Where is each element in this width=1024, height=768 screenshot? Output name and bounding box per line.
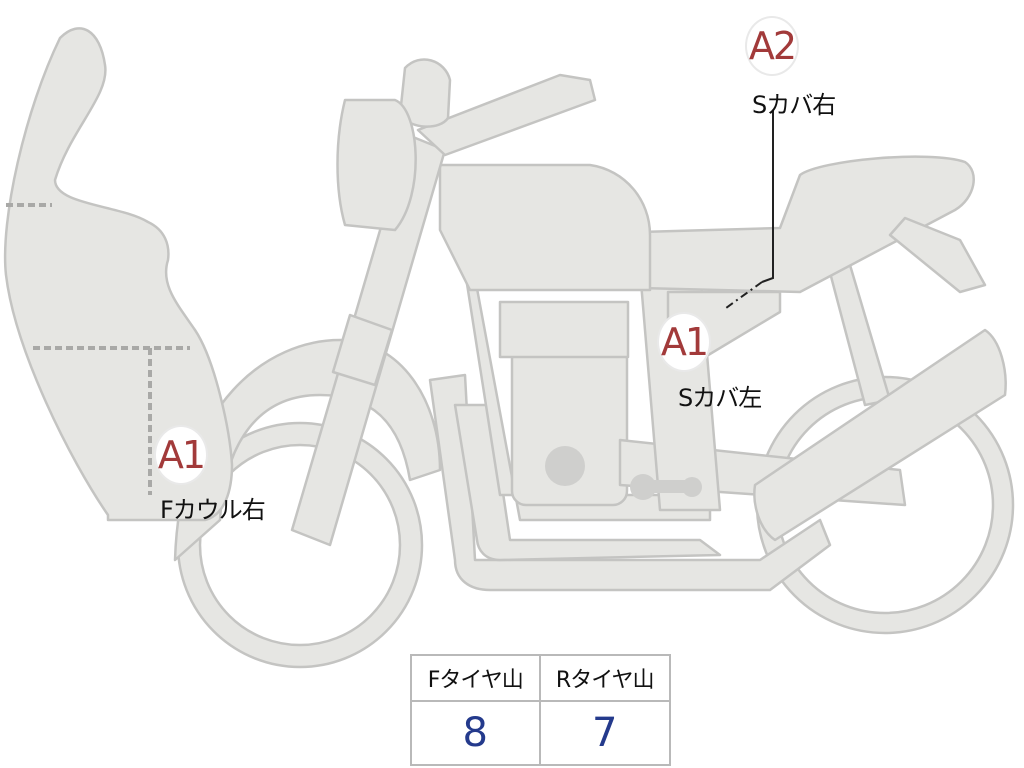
grade-badge-side-cover-right: A2 [747,18,797,74]
tire-table-value-rear: 7 [592,710,618,756]
zone-label-front-cowl-right: Fカウル右 [160,496,266,524]
foot-peg [630,474,702,500]
fuel-tank [438,163,652,292]
rear-shock [826,263,892,407]
front-wheel [176,421,424,669]
tire-table-value-front: 8 [412,702,541,764]
seat [638,155,975,294]
tire-table-header-front: Fタイヤ山 [412,656,541,702]
handlebar [416,73,597,157]
grade-badge-front-cowl-right: A1 [156,427,206,483]
front-cowl [3,27,234,522]
engine [498,300,630,507]
tire-table-header-rear: Rタイヤ山 [540,656,669,702]
zone-label-side-cover-left: Sカバ左 [678,384,762,412]
tire-tread-table: Fタイヤ山 Rタイヤ山 8 7 [410,654,671,766]
exhaust-pipe-inner [453,403,722,562]
grade-badge-side-cover-left: A1 [659,314,709,370]
tail-cowl [888,216,987,294]
muffler [753,328,1007,542]
exhaust-pipe-outer [428,373,832,592]
headlight [336,98,417,232]
fork-boot [331,313,394,387]
zone-label-side-cover-right: Sカバ右 [752,91,836,119]
